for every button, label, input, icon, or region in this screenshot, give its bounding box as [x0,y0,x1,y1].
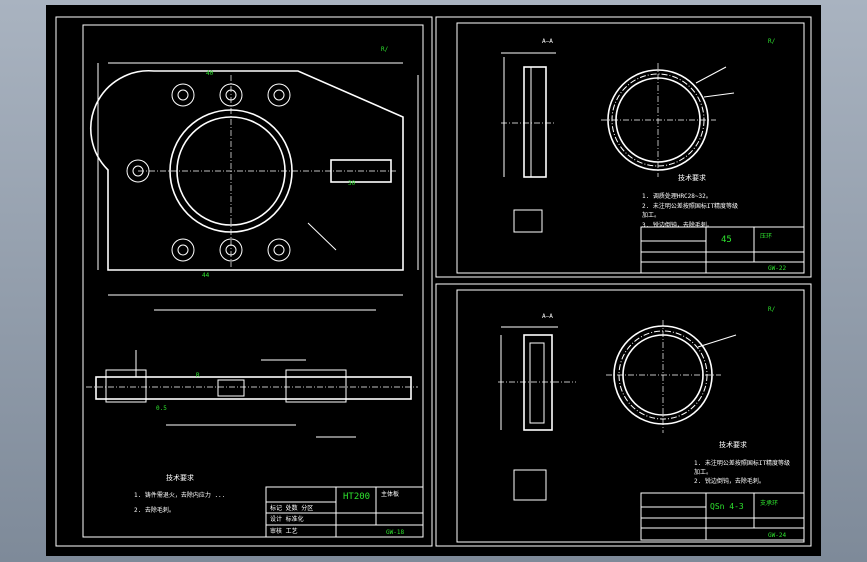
title-material: 45 [721,235,732,245]
ring-plan-view [606,320,737,433]
title-row: 标记 处数 分区 [270,504,313,512]
cad-drawing-canvas: R/ 40 30 4 [46,5,821,556]
roughness-mark: R/ [381,46,389,53]
roughness-mark: R/ [768,306,776,313]
tech-requirements-title: 技术要求 [678,173,706,182]
tech-requirement-line: 加工。 [694,468,712,476]
tech-requirement-line: 1. 铸件需退火，去除内应力 ... [134,491,225,499]
title-drawing-code: GW-22 [768,265,786,272]
tech-requirement-line: 加工。 [642,211,660,219]
section-label: A—A [542,38,553,45]
tech-requirement-line: 1. 未注明公差按照国标IT精度等级 [694,459,790,467]
roughness-mark: R/ [768,38,776,45]
sheet-tr-inner-frame [456,22,805,274]
plate-section-view: 0.5 R [86,350,418,438]
title-block-left: HT200 主体板 GW-18 标记 处数 分区 设计 标准化 审核 工艺 [265,486,424,538]
main-bore-inner [176,116,286,226]
sheet-br-outer-frame [435,283,812,547]
dim-text: 44 [202,272,210,279]
leader-line [307,222,337,251]
tech-requirement-line: 1. 调质处理HRC28~32。 [642,192,712,200]
dim-text: R [196,372,200,379]
title-material: HT200 [343,492,370,502]
title-block-top-right: 45 压环 GW-22 [640,226,805,274]
dim-text: 0.5 [156,405,167,412]
dim-text: 40 [206,70,214,77]
main-bore [169,109,293,233]
tech-requirement-line: 2. 去除毛刺。 [134,506,175,514]
sheet-tr-outer-frame [435,16,812,278]
hatched-section [105,369,147,403]
bolt-holes [126,83,291,262]
tech-requirement-line: 2. 锐边倒钝，去除毛刺。 [694,477,765,485]
sheet-br-inner-frame [456,289,805,543]
sheet-left-inner-frame [82,24,424,538]
ring-section-view [498,326,576,501]
title-row: 审核 工艺 [270,527,298,535]
section-outline [95,376,412,400]
side-slot [330,159,392,183]
title-drawing-code: GW-18 [386,529,404,536]
sheet-bottom-right: R/ A—A 技术要求 1. 未注明公差按照国标IT精度等级 加工。 2. 锐边… [435,283,812,547]
plate-outline [90,69,404,271]
dim-text: 30 [348,180,356,187]
title-part-name: 主体板 [381,490,399,498]
title-part-name: 压环 [760,233,772,240]
hatched-section [285,369,347,403]
title-block-bottom-right: QSn 4-3 支承环 GW-24 [640,492,805,541]
title-drawing-code: GW-24 [768,532,786,539]
plate-plan-view: 40 30 44 [90,62,419,311]
ring-section-view [501,52,556,233]
bore-section [217,379,245,397]
tech-requirements-title: 技术要求 [166,473,194,482]
tech-requirement-line: 2. 未注明公差按照国标IT精度等级 [642,202,738,210]
title-material: QSn 4-3 [710,502,744,511]
title-row: 设计 标准化 [270,515,304,523]
ring-plan-view [601,63,735,177]
sheet-left: R/ 40 30 4 [55,16,433,547]
tech-requirement-line: 3. 锐边倒钝，去除毛刺。 [642,221,713,229]
sheet-top-right: R/ A—A 技术要求 1. 调质处理HRC28~32。 2. 未注明公差按照国… [435,16,812,278]
sheet-left-outer-frame [55,16,433,547]
section-label: A—A [542,313,553,320]
title-part-name: 支承环 [760,499,778,507]
tech-requirements-title: 技术要求 [719,440,747,449]
